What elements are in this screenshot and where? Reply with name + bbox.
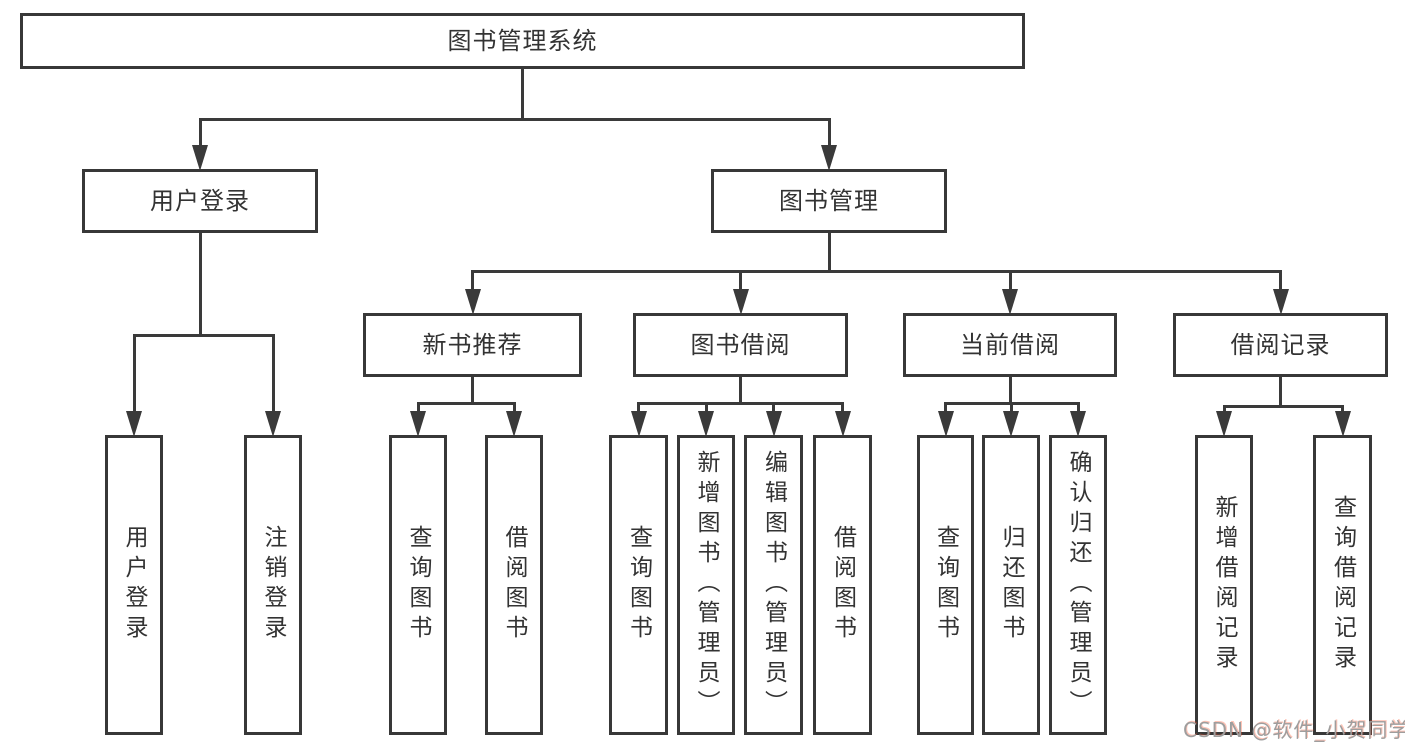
arrow-into-leaf-bb-edit [765,411,782,437]
connector-shaft-book-mgmt [827,119,831,147]
connector-shaft-leaf-br-add [1222,406,1226,413]
connector-shaft-leaf-nbr-borrow [512,403,516,413]
node-borrow-records: 借阅记录 [1173,313,1388,377]
arrow-into-leaf-bb-query [630,411,647,437]
connector-shaft-book-borrow [739,271,742,291]
connector-shaft-current-borrow [1008,271,1012,291]
node-current-borrow: 当前借阅 [903,313,1117,377]
connector-shaft-borrow-records [1279,271,1282,291]
connector-shaft-leaf-bb-edit [772,403,775,413]
arrow-into-leaf-bb-add [698,411,714,437]
node-leaf-user-login: 用户登录 [105,435,163,735]
connector-shaft-user-login [198,119,202,147]
connector-shaft-leaf-cb-return [1009,403,1013,413]
arrow-into-book-mgmt [821,145,837,171]
connector-bar-book-borrow [637,401,844,405]
connector-shaft-leaf-bb-add [704,403,708,413]
arrow-into-user-login [192,145,208,171]
node-leaf-cb-query: 查询图书 [917,435,974,735]
connector-shaft-leaf-bb-borrow [841,403,844,413]
connector-bar-new-book-rec [416,401,516,405]
arrow-into-borrow-records [1272,289,1289,315]
arrow-into-leaf-user-login [126,411,142,437]
node-leaf-bb-borrow: 借阅图书 [813,435,872,735]
connector-shaft-new-book-rec [471,271,474,291]
arrow-into-leaf-cb-confirm [1070,411,1086,437]
connector-stem-root [521,68,524,121]
arrow-into-new-book-rec [464,289,481,315]
arrow-into-current-borrow [1002,289,1018,315]
arrow-into-leaf-nbr-borrow [506,411,522,437]
node-book-mgmt: 图书管理 [711,169,947,233]
arrow-into-leaf-br-add [1216,411,1232,437]
arrow-into-book-borrow [732,289,749,315]
node-leaf-nbr-query: 查询图书 [389,435,447,735]
arrow-into-leaf-bb-borrow [834,411,851,437]
connector-stem-new-book-rec [471,376,474,405]
node-new-book-rec: 新书推荐 [363,313,582,377]
connector-bar-book-mgmt [471,269,1282,273]
node-leaf-cb-confirm: 确认归还（管理员） [1049,435,1107,735]
connector-stem-user-login [198,232,202,337]
arrow-into-leaf-cb-query [937,411,954,437]
connector-bar-user-login [132,333,275,337]
node-leaf-br-query: 查询借阅记录 [1313,435,1372,735]
node-leaf-nbr-borrow: 借阅图书 [485,435,543,735]
connector-stem-book-mgmt [827,232,831,273]
node-leaf-logout: 注销登录 [244,435,302,735]
arrow-into-leaf-nbr-query [410,411,426,437]
node-leaf-cb-return: 归还图书 [982,435,1040,735]
node-leaf-bb-add: 新增图书（管理员） [677,435,735,735]
node-leaf-bb-query: 查询图书 [609,435,668,735]
connector-shaft-leaf-nbr-query [416,403,420,413]
node-book-borrow: 图书借阅 [633,313,848,377]
connector-shaft-leaf-cb-query [944,403,947,413]
csdn-watermark: CSDN @软件_小贺同学 [1183,718,1405,742]
connector-shaft-leaf-logout [271,335,275,413]
node-leaf-bb-edit: 编辑图书（管理员） [744,435,803,735]
connector-stem-current-borrow [1008,376,1012,405]
node-user-login: 用户登录 [82,169,318,233]
connector-stem-borrow-records [1279,376,1282,408]
connector-shaft-leaf-br-query [1341,406,1344,413]
node-root: 图书管理系统 [20,13,1025,69]
connector-stem-book-borrow [739,376,742,405]
node-leaf-br-add: 新增借阅记录 [1195,435,1253,735]
arrow-into-leaf-cb-return [1003,411,1019,437]
connector-shaft-leaf-user-login [132,335,136,413]
arrow-into-leaf-br-query [1334,411,1351,437]
connector-bar-root [198,117,831,121]
connector-shaft-leaf-cb-confirm [1076,403,1080,413]
arrow-into-leaf-logout [265,411,281,437]
connector-shaft-leaf-bb-query [637,403,640,413]
connector-bar-borrow-records [1222,404,1344,408]
